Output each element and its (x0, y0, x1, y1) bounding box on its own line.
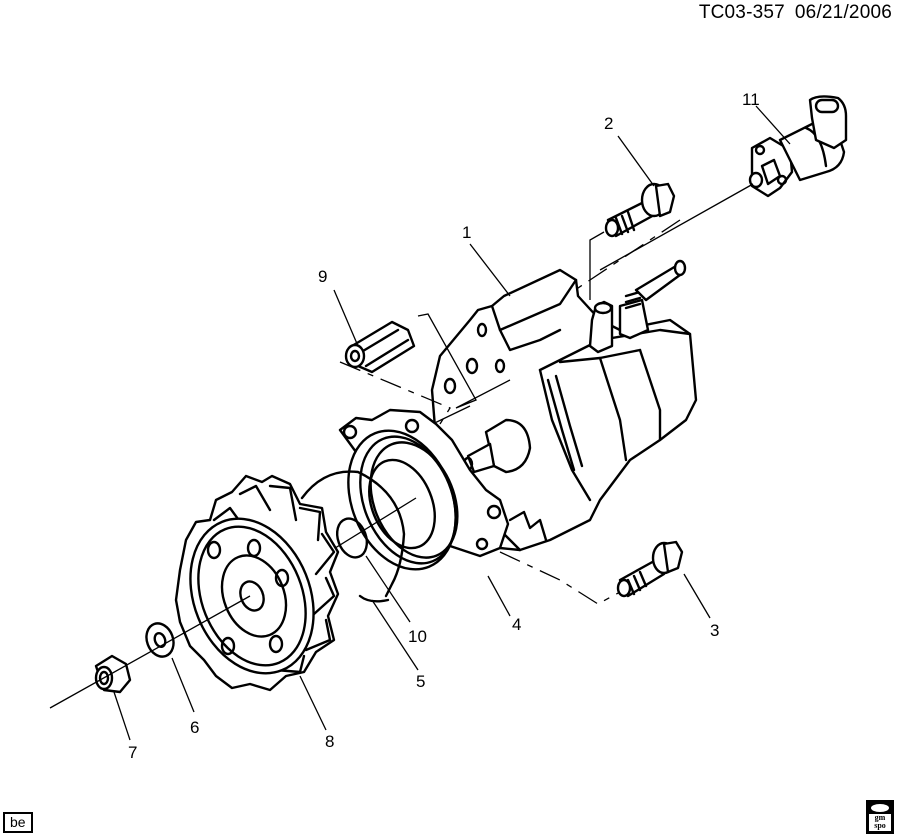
callout-6: 6 (190, 718, 200, 737)
callout-1: 1 (462, 223, 472, 242)
illustration-id: TC03-357 (698, 2, 785, 23)
part-6-washer[interactable] (142, 620, 178, 661)
part-4-housing[interactable] (329, 408, 510, 585)
be-badge: be (3, 812, 33, 833)
illustration-date: 06/21/2006 (794, 2, 892, 23)
callout-4: 4 (512, 615, 522, 634)
part-7-nut[interactable] (94, 654, 132, 694)
callout-2: 2 (604, 114, 614, 133)
gm-spo-logo-oval (871, 804, 889, 812)
part-8-fan[interactable] (168, 474, 340, 692)
part-2-bolt[interactable] (604, 182, 676, 238)
callout-5: 5 (416, 672, 426, 691)
part-10-o-ring[interactable] (332, 514, 372, 561)
callout-8: 8 (325, 732, 335, 751)
part-11-regulator-valve[interactable] (748, 95, 848, 198)
callout-3: 3 (710, 621, 720, 640)
callout-9: 9 (318, 267, 328, 286)
callout-10: 10 (408, 627, 427, 646)
part-3-bolt[interactable] (616, 540, 684, 598)
callout-7: 7 (128, 743, 138, 762)
part-1-pump-body[interactable] (430, 259, 698, 552)
callout-11: 11 (742, 90, 760, 109)
illustration-header: TC03-357 06/21/2006 (689, 2, 892, 24)
leader-lines (113, 105, 791, 741)
part-9-hex-spacer[interactable] (344, 320, 416, 374)
